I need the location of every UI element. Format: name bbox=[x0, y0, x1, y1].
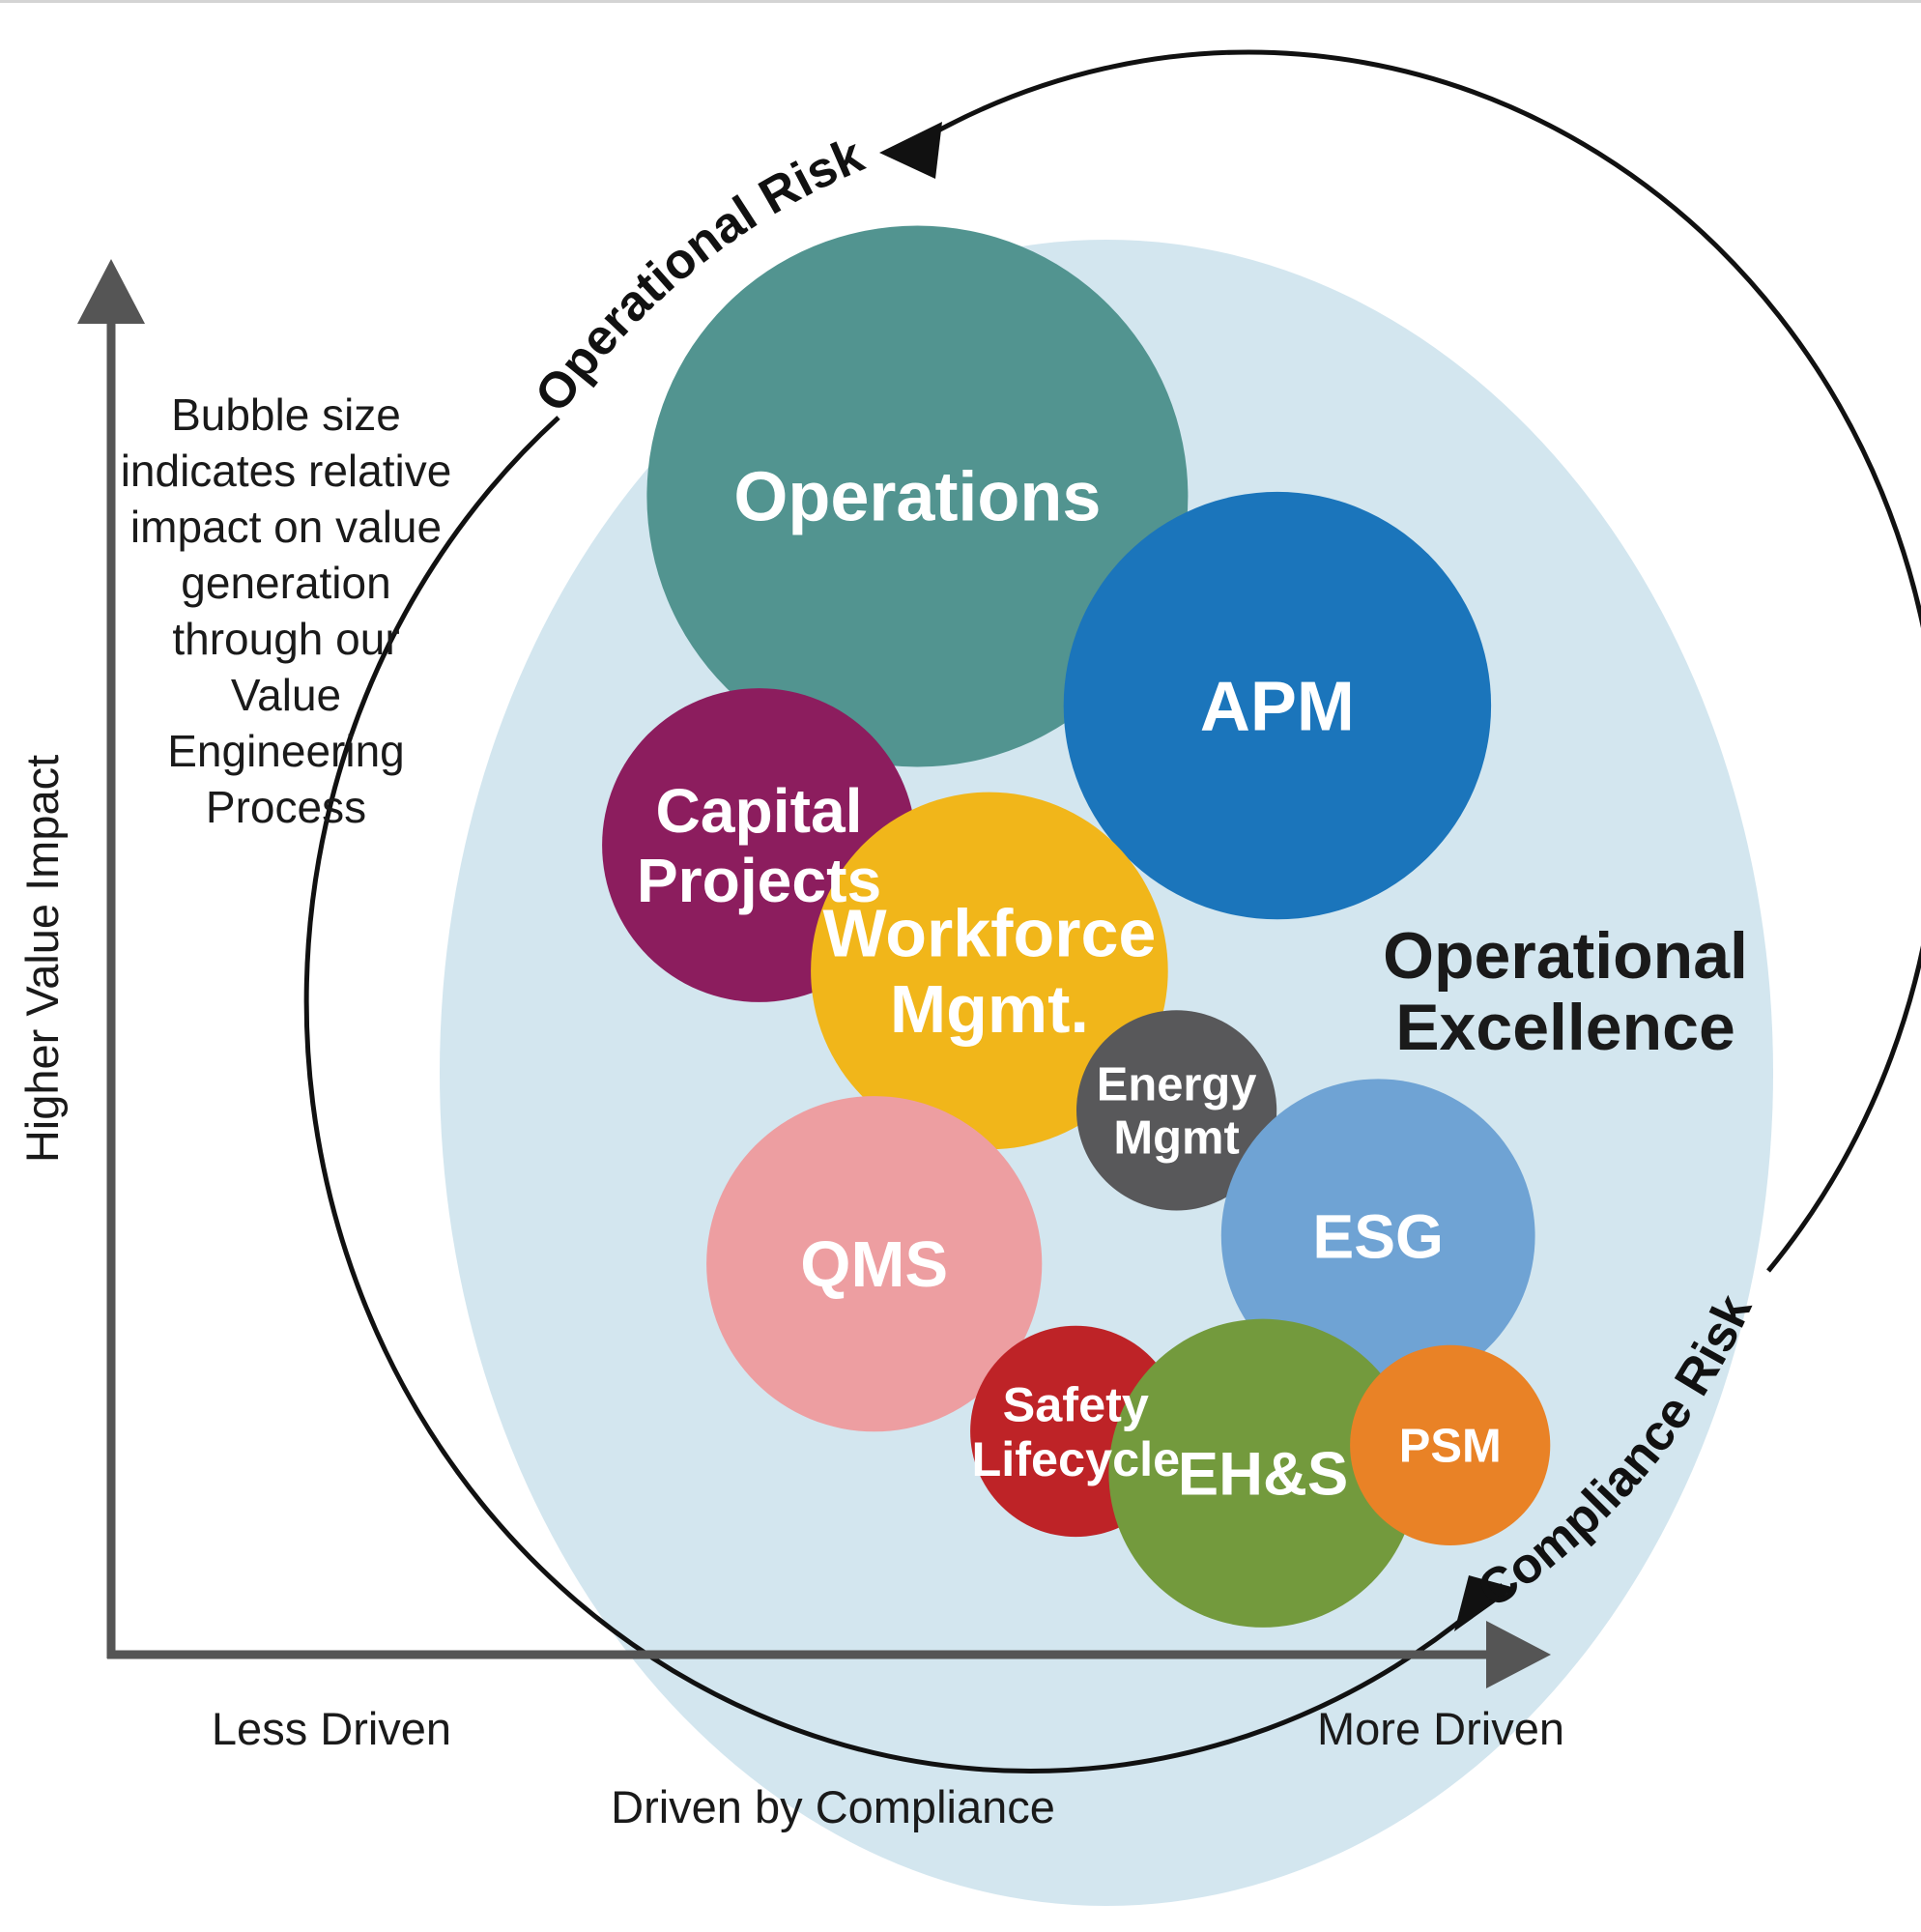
bubble-size-note-line: Bubble size bbox=[171, 389, 401, 440]
x-axis-arrowhead bbox=[1486, 1621, 1551, 1688]
bubble-size-note-line: indicates relative bbox=[121, 446, 452, 496]
bubble-operations bbox=[646, 225, 1189, 767]
bubble-label-line: Projects bbox=[637, 846, 881, 915]
bubble-size-note-line: generation bbox=[181, 558, 390, 608]
bubble-label-line: QMS bbox=[800, 1228, 948, 1301]
x-tick-high: More Driven bbox=[1317, 1703, 1564, 1754]
risk-cycle-arrow bbox=[303, 49, 1921, 1773]
cycle-arc-left bbox=[303, 416, 1505, 1773]
bubble-label-line: APM bbox=[1200, 668, 1355, 745]
bubble-size-note-line: Value bbox=[231, 670, 341, 720]
axes bbox=[77, 259, 1551, 1688]
bubble-label-line: Mgmt bbox=[1113, 1111, 1239, 1164]
x-tick-low: Less Driven bbox=[212, 1703, 451, 1754]
y-axis-arrowhead bbox=[77, 259, 145, 324]
bubble-label-line: PSM bbox=[1399, 1421, 1502, 1473]
bubble-label-ehands: EH&S bbox=[1178, 1441, 1348, 1509]
x-axis-title: Driven by Compliance bbox=[611, 1781, 1055, 1832]
bubble-psm bbox=[1350, 1344, 1551, 1545]
bubble-label-line: Lifecycle bbox=[971, 1431, 1180, 1486]
bubble-label-line: Operations bbox=[733, 459, 1101, 536]
operational-excellence-label-line: Operational bbox=[1383, 919, 1748, 993]
bubble-label-line: Energy bbox=[1097, 1059, 1257, 1111]
operational-excellence-label-line: Excellence bbox=[1395, 991, 1735, 1064]
bubble-ehands bbox=[1108, 1318, 1418, 1628]
bubble-label-apm: APM bbox=[1200, 668, 1355, 745]
bubble-label-line: Mgmt. bbox=[890, 971, 1089, 1047]
bubble-size-note-line: Engineering bbox=[167, 726, 405, 776]
bubble-label-line: EH&S bbox=[1178, 1441, 1348, 1509]
cycle-arrowhead-top bbox=[879, 122, 942, 179]
bubble-size-note-line: through our bbox=[172, 614, 399, 664]
bubble-label-qms: QMS bbox=[800, 1228, 948, 1301]
bubble-label-line: Safety bbox=[1003, 1376, 1149, 1431]
bubble-qms bbox=[706, 1096, 1043, 1432]
bubble-size-note: Bubble size indicates relative impact on v… bbox=[121, 389, 452, 832]
bubble-label-line: Capital bbox=[655, 776, 862, 846]
bubble-size-note-line: impact on value bbox=[130, 502, 442, 552]
bubble-workforce-mgmt bbox=[811, 792, 1168, 1150]
bubble-size-note-line: Process bbox=[206, 782, 366, 832]
bubble-label-line: ESG bbox=[1312, 1201, 1444, 1271]
bubble-energy-mgmt bbox=[1076, 1010, 1277, 1211]
bubble-label-psm: PSM bbox=[1399, 1421, 1502, 1473]
y-axis-title: Higher Value Impact bbox=[16, 755, 68, 1163]
bubble-apm bbox=[1063, 491, 1492, 920]
top-rule bbox=[0, 0, 1921, 3]
cycle-arc-right bbox=[892, 49, 1921, 1273]
bubble-label-operations: Operations bbox=[733, 459, 1101, 536]
bubble-esg bbox=[1220, 1079, 1535, 1394]
cycle-arrowhead-bottom bbox=[1454, 1575, 1515, 1631]
bubble-label-esg: ESG bbox=[1312, 1201, 1444, 1271]
bubbles-layer bbox=[602, 225, 1551, 1628]
bubble-label-line: Workforce bbox=[822, 896, 1156, 971]
